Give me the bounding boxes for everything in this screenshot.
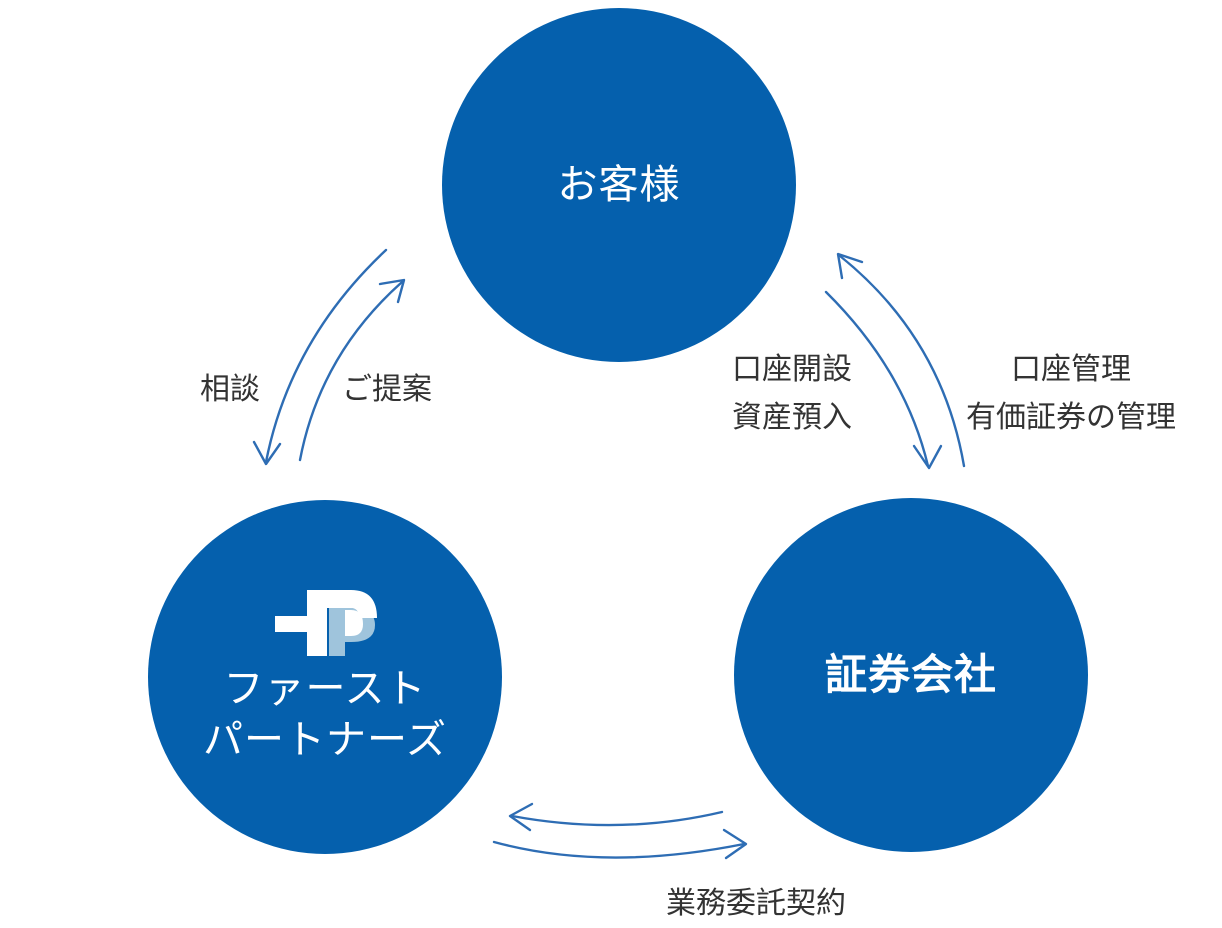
arrow-consult xyxy=(264,248,388,464)
customer-label: お客様 xyxy=(557,162,681,208)
account-management-line-2: 有価証券の管理 xyxy=(966,400,1176,435)
account-opening-line-2: 資産預入 xyxy=(732,400,852,435)
account-management-line-1: 口座管理 xyxy=(1011,352,1131,387)
fp-logo-icon xyxy=(275,589,377,656)
node-securities-company: 証券会社 xyxy=(734,498,1088,852)
arrow-contract-left xyxy=(510,810,724,827)
arrow-manage-account-head xyxy=(836,252,864,280)
business-contract-label: 業務委託契約 xyxy=(666,886,846,921)
node-customer: お客様 xyxy=(442,8,796,362)
proposal-label: ご提案 xyxy=(342,372,432,407)
arrow-proposal-head xyxy=(378,278,406,304)
account-opening-label: 口座開設 資産預入 xyxy=(732,346,852,442)
securities-company-label: 証券会社 xyxy=(824,649,997,699)
first-partners-label: ファースト パートナーズ xyxy=(203,664,447,766)
account-opening-line-1: 口座開設 xyxy=(732,352,852,387)
first-partners-label-line-2: パートナーズ xyxy=(203,717,447,763)
arrow-open-account xyxy=(824,290,930,468)
arrow-consult-head xyxy=(252,440,282,466)
account-management-label: 口座管理 有価証券の管理 xyxy=(966,346,1176,442)
consultation-label: 相談 xyxy=(200,372,260,407)
arrow-contract-right xyxy=(492,840,746,859)
arrow-proposal xyxy=(298,280,404,462)
arrow-contract-right-head xyxy=(722,828,748,860)
arrow-open-account-head xyxy=(912,444,943,470)
arrow-contract-left-head xyxy=(508,802,534,832)
arrow-manage-account xyxy=(838,254,966,468)
node-first-partners: ファースト パートナーズ xyxy=(148,500,502,854)
first-partners-label-line-1: ファースト xyxy=(223,665,427,712)
